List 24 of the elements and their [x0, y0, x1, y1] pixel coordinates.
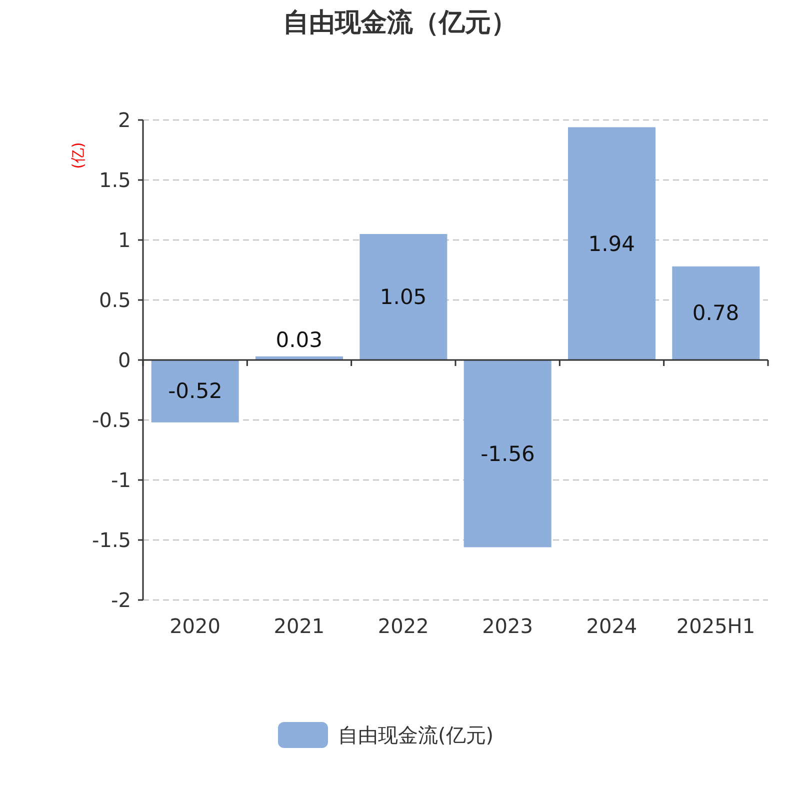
axis-tick-label: 2021 [274, 614, 325, 638]
axis-tick-label: 1.5 [99, 168, 131, 192]
axis-tick-label: -1.5 [92, 528, 132, 552]
axis-label: (亿) [68, 142, 88, 168]
axis-tick-label: -2 [111, 588, 131, 612]
axis-tick-label: 0.5 [99, 288, 131, 312]
axis-tick-label: 2024 [586, 614, 638, 638]
axis-tick-label: -0.5 [92, 408, 132, 432]
axis-tick-label: 2 [118, 108, 131, 132]
axis-tick-label: 2023 [482, 614, 533, 638]
axis-tick-label: 2025H1 [676, 614, 756, 638]
axis-tick-label: 2020 [170, 614, 220, 638]
axis-tick-label: 1 [118, 228, 131, 252]
axis-tick-label: 2022 [378, 614, 429, 638]
value-label: 0.78 [692, 301, 740, 326]
legend-label: 自由现金流(亿元) [338, 722, 494, 748]
value-label: 0.03 [276, 328, 323, 352]
axis-tick-label: -1 [111, 468, 131, 492]
value-label: 1.94 [588, 232, 636, 256]
axis-tick-label: 0 [118, 348, 131, 372]
value-label: -1.56 [480, 442, 535, 466]
value-label: 1.05 [380, 285, 427, 309]
value-label: -0.52 [168, 379, 222, 404]
chart-title: 自由现金流（亿元） [283, 6, 517, 40]
